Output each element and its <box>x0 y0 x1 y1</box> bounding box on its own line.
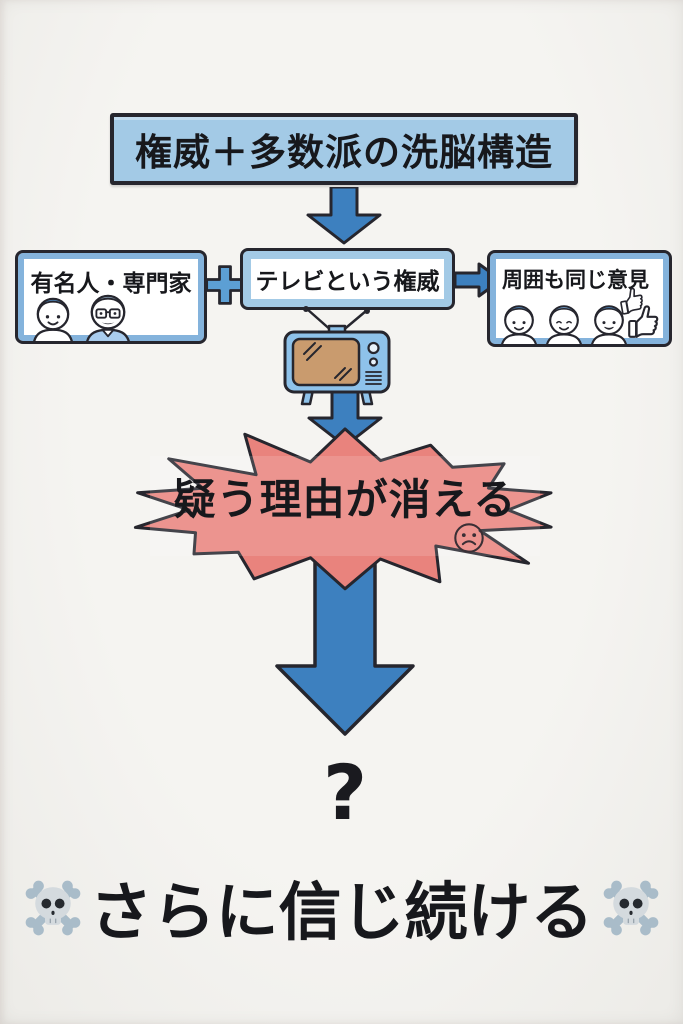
young-man-face-icon <box>501 305 537 344</box>
box-tv-authority: テレビという権威 <box>240 248 455 310</box>
big-arrow-down-icon <box>275 556 415 736</box>
thumbs-up-icon <box>628 305 659 338</box>
faces-row <box>498 295 630 344</box>
young-man-face-icon <box>546 305 582 344</box>
box-celebrities-experts-label: 有名人・専門家 <box>30 271 192 297</box>
young-man-face-icon <box>33 297 73 341</box>
retro-tv-icon <box>283 306 391 406</box>
skull-crossbones-icon <box>25 880 80 935</box>
footer-text: さらに信じ続ける <box>89 876 594 949</box>
faces-row <box>30 284 134 341</box>
thumbs-up-icon <box>620 287 643 315</box>
expert-face-icon <box>86 294 130 341</box>
arrow-down-icon <box>307 390 383 448</box>
starburst-shape <box>133 427 553 591</box>
young-man-face-icon <box>591 305 627 344</box>
sad-face-icon <box>454 523 484 553</box>
arrow-down-icon <box>306 187 382 245</box>
box-tv-authority-label: テレビという権威 <box>255 269 440 295</box>
box-same-opinion: 周囲も同じ意見 <box>487 250 672 347</box>
box-celebrities-experts: 有名人・専門家 <box>15 250 207 344</box>
burst-text: 疑う理由が消える <box>173 475 517 524</box>
title-box: 権威＋多数派の洗脳構造 <box>110 113 578 185</box>
skull-crossbones-icon <box>603 880 658 935</box>
page-title: 権威＋多数派の洗脳構造 <box>135 131 553 174</box>
plus-icon <box>205 265 245 305</box>
question-mark: ? <box>322 748 368 837</box>
box-same-opinion-label: 周囲も同じ意見 <box>502 268 649 292</box>
footer: さらに信じ続ける <box>0 862 683 953</box>
